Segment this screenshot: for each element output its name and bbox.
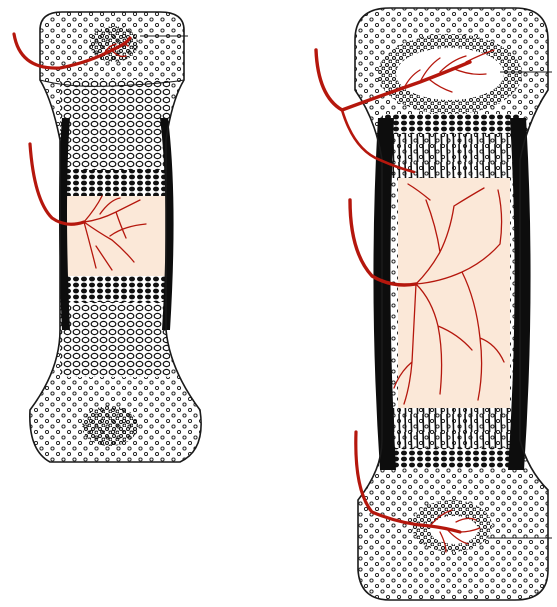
cartilage-cell-columns-bottom [60,302,170,377]
panel-later-stage [316,0,557,607]
cartilage-cell-columns-top [60,80,170,170]
secondary-center-core-top [396,48,504,100]
hypertrophic-zone-top [60,170,166,196]
growth-plate-top [382,114,520,134]
metaphysis-top [382,134,520,178]
ossification-center-bottom [82,406,138,446]
metaphysis-bottom [382,408,520,448]
marrow-cavity [398,178,510,408]
primary-ossification-center [62,196,166,276]
panel-early-stage [14,0,220,470]
hypertrophic-zone-bottom [60,276,166,302]
growth-plate-bottom [382,448,520,468]
